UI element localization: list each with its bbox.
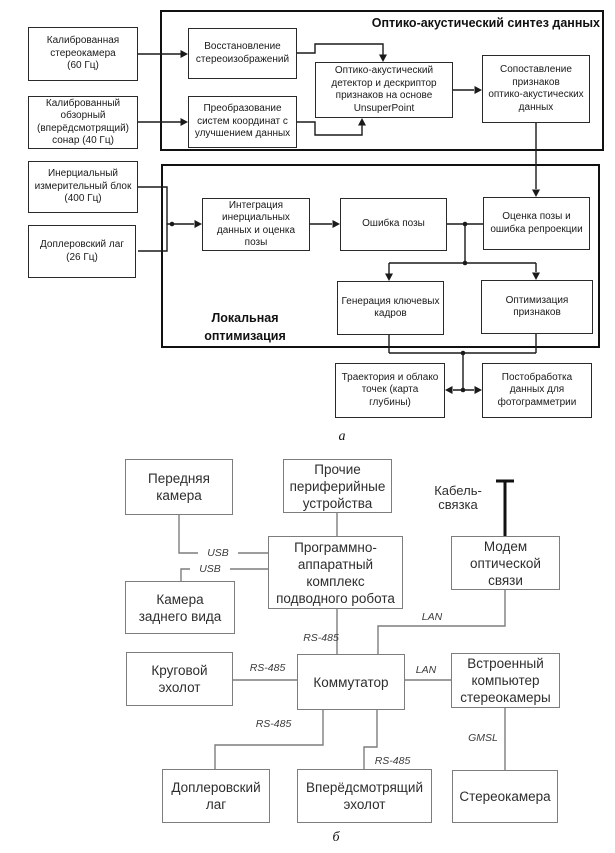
arrow-into-integration <box>194 220 202 228</box>
label-usb-front: USB <box>198 547 238 559</box>
box-front-camera: Передняя камера <box>125 459 233 515</box>
label-rs485-circular: RS-485 <box>249 662 286 674</box>
box-calibrated-sonar: Калиброванный обзорный (вперёдсмотрящий)… <box>28 96 138 149</box>
wire-outputs-join <box>388 334 537 390</box>
part-b-marker: б <box>332 830 340 845</box>
box-feature-matching: Сопоставление признаков оптико-акустичес… <box>482 55 590 123</box>
box-photogrammetry-postprocessing: Постобработка данных для фотограмметрии <box>482 363 592 418</box>
arrow-into-detector-bottom <box>358 118 366 126</box>
arrow-into-restore <box>180 50 188 58</box>
box-circular-echosounder: Круговой эхолот <box>126 652 233 706</box>
label-lan-modem: LAN <box>421 611 443 623</box>
box-rear-camera: Камера заднего вида <box>125 581 235 634</box>
arrow-into-postprocess <box>474 386 482 394</box>
box-feature-optimization: Оптимизация признаков <box>481 280 593 334</box>
connectors-part-b <box>178 513 506 770</box>
connectors-part-a <box>138 43 537 391</box>
label-usb-rear: USB <box>190 563 230 575</box>
junction-dot-bottom <box>460 387 466 393</box>
arrowheads-part-a <box>169 50 540 394</box>
label-rs485-forward: RS-485 <box>374 755 411 767</box>
box-inertial-integration: Интеграция инерциальных данных и оценка … <box>202 198 310 251</box>
junction-dot-inputs <box>169 221 175 227</box>
wire-rearcam-usb <box>180 568 268 581</box>
group-local-optimization <box>161 164 600 348</box>
junction-dot-poseerror <box>462 221 468 227</box>
arrow-into-transform <box>180 118 188 126</box>
arrow-into-poseestimation <box>532 189 540 197</box>
arrow-into-detector-top <box>379 54 387 62</box>
box-stereo-onboard-computer: Встроенный компьютер стереокамеры <box>451 653 560 708</box>
group-title-local-optimization: Локальная оптимизация <box>204 311 286 343</box>
wire-branch-keyframe-optimization <box>388 224 537 274</box>
group-title-synthesis: Оптико-акустический синтез данных <box>371 16 600 30</box>
box-doppler-log: Доплеровский лаг <box>162 769 270 823</box>
wire-imu-dvl-integration <box>138 186 194 252</box>
junction-dot-branch <box>462 260 468 266</box>
part-a-marker: а <box>338 429 346 444</box>
box-pose-estimation-reprojection: Оценка позы и ошибка репроекции <box>483 197 590 250</box>
wire-transform-detector <box>297 121 363 136</box>
box-trajectory-pointcloud: Траектория и облако точек (карта глубины… <box>335 363 445 418</box>
tether-cable <box>496 479 514 536</box>
junction-dot-outputs <box>460 350 466 356</box>
box-dvl-source: Доплеровский лаг (26 Гц) <box>28 225 136 278</box>
arrow-into-poseerror <box>332 220 340 228</box>
box-unsuperpoint-detector: Оптико-акустический детектор и дескрипто… <box>315 62 453 118</box>
box-stereo-restoration: Восстановление стереоизображений <box>188 28 297 79</box>
group-optoacoustic-synthesis <box>160 10 604 151</box>
box-imu: Инерциальный измерительный блок (400 Гц) <box>28 161 138 213</box>
box-pose-error: Ошибка позы <box>340 198 447 251</box>
box-keyframe-generation: Генерация ключевых кадров <box>337 281 444 335</box>
label-lan-camera: LAN <box>415 664 437 676</box>
label-gmsl: GMSL <box>468 732 498 744</box>
arrow-into-keyframes <box>385 273 393 281</box>
label-rs485-dvl: RS-485 <box>255 718 292 730</box>
wire-switch-dvl <box>214 710 324 769</box>
box-forward-echosounder: Вперёдсмотрящий эхолот <box>297 769 432 823</box>
arrow-into-matching <box>474 86 482 94</box>
arrow-into-optimization <box>532 272 540 280</box>
box-robot-hw-sw-complex: Программно- аппаратный комплекс подводно… <box>268 536 403 609</box>
label-rs485-complex: RS-485 <box>303 632 339 644</box>
box-calibrated-stereo-camera: Калиброванная стереокамера (60 Гц) <box>28 27 138 81</box>
box-stereocamera: Стереокамера <box>452 770 558 823</box>
arrow-into-trajectory <box>445 386 453 394</box>
box-other-peripherals: Прочие периферийные устройства <box>283 459 392 513</box>
wire-modem-switch-lan <box>377 590 506 654</box>
box-switch: Коммутатор <box>297 654 405 710</box>
box-coordinate-transform: Преобразование систем координат с улучше… <box>188 96 297 148</box>
box-optical-modem: Модем оптической связи <box>451 536 560 590</box>
wire-switch-forward <box>363 710 378 769</box>
label-tether-cable: Кабель- связка <box>434 483 482 512</box>
wire-restore-detector <box>297 43 384 56</box>
wire-frontcam-usb <box>178 515 268 554</box>
